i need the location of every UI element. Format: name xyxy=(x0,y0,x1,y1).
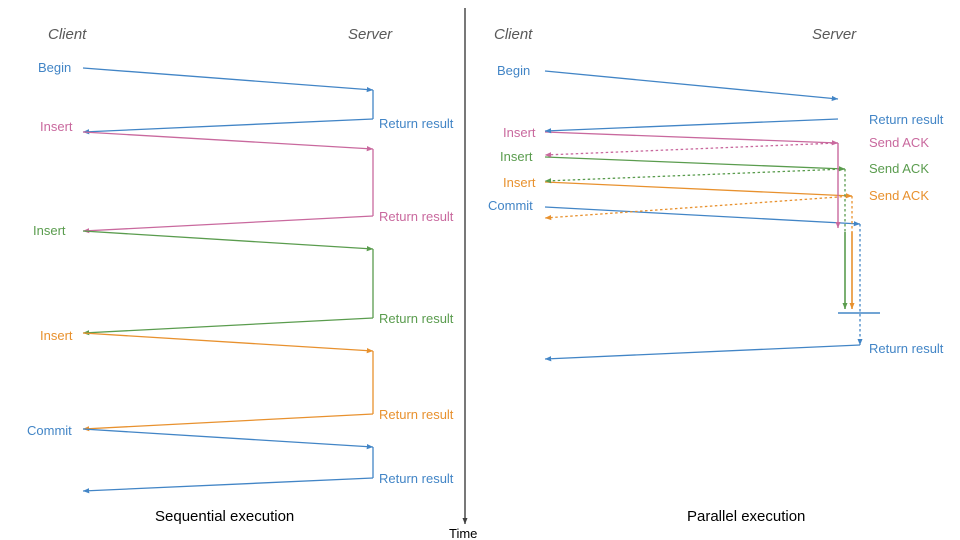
response-arrow-ack-green xyxy=(544,168,846,184)
sequence-step-insert3 xyxy=(82,332,374,432)
client-message-label-parallel-0: Begin xyxy=(497,63,530,78)
client-message-label-parallel-2: Insert xyxy=(500,149,533,164)
client-message-label-parallel-1: Insert xyxy=(503,125,536,140)
response-arrow-begin-return xyxy=(544,118,839,134)
request-arrow-begin xyxy=(544,70,839,101)
server-message-label-parallel-1: Send ACK xyxy=(869,135,929,150)
sequence-step-insert1 xyxy=(82,131,374,234)
response-arrow-commit xyxy=(82,477,374,494)
response-arrow-insert3 xyxy=(82,413,374,432)
sequence-step-insert2 xyxy=(82,230,374,336)
response-arrow-insert2 xyxy=(82,317,374,336)
response-arrow-ack-pink xyxy=(544,142,839,158)
server-message-label-parallel-3: Send ACK xyxy=(869,188,929,203)
response-arrow-begin xyxy=(82,118,374,135)
sequence-step-commit xyxy=(82,428,374,494)
panel-caption-parallel: Parallel execution xyxy=(687,508,805,525)
request-arrow-insert2 xyxy=(544,156,846,172)
request-arrow-begin xyxy=(82,67,374,93)
request-arrow-insert1 xyxy=(544,131,839,146)
client-message-label-parallel-3: Insert xyxy=(503,175,536,190)
response-arrow-insert1 xyxy=(82,215,374,234)
client-message-label-sequential-4: Commit xyxy=(27,423,72,438)
response-arrow-commit-return xyxy=(544,344,861,362)
lane-title-client-right: Client xyxy=(494,26,533,43)
server-message-label-sequential-2: Return result xyxy=(379,311,454,326)
lane-title-server-left: Server xyxy=(348,26,393,43)
request-arrow-insert3 xyxy=(544,181,853,199)
client-message-label-sequential-3: Insert xyxy=(40,328,73,343)
response-arrow-ack-orange xyxy=(544,195,853,221)
server-message-label-sequential-1: Return result xyxy=(379,209,454,224)
request-arrow-insert1 xyxy=(82,131,374,152)
server-message-label-sequential-3: Return result xyxy=(379,407,454,422)
client-message-label-sequential-2: Insert xyxy=(33,223,66,238)
request-arrow-insert3 xyxy=(82,332,374,354)
server-message-label-parallel-2: Send ACK xyxy=(869,161,929,176)
lane-title-server-right: Server xyxy=(812,26,857,43)
server-message-label-parallel-4: Return result xyxy=(869,341,944,356)
server-message-label-parallel-0: Return result xyxy=(869,112,944,127)
request-arrow-commit xyxy=(544,206,861,227)
server-message-label-sequential-0: Return result xyxy=(379,116,454,131)
client-message-label-parallel-4: Commit xyxy=(488,198,533,213)
request-arrow-insert2 xyxy=(82,230,374,252)
time-axis-caption: Time xyxy=(449,526,477,540)
sequence-step-begin xyxy=(82,67,374,135)
server-message-label-sequential-4: Return result xyxy=(379,471,454,486)
client-message-label-sequential-0: Begin xyxy=(38,60,71,75)
request-arrow-commit xyxy=(82,428,374,450)
client-message-label-sequential-1: Insert xyxy=(40,119,73,134)
lane-title-client-left: Client xyxy=(48,26,87,43)
panel-caption-sequential: Sequential execution xyxy=(155,508,294,525)
